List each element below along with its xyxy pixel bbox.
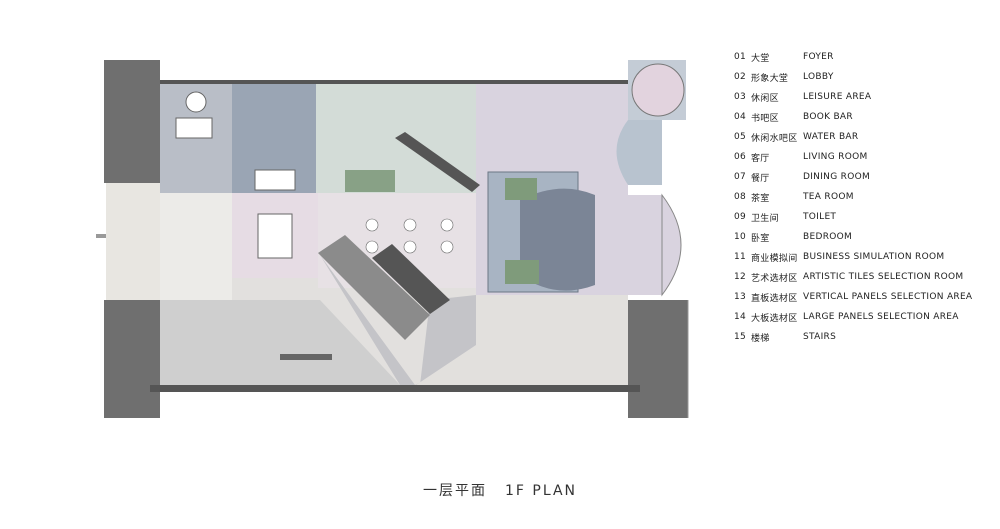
legend-item: 11 商业模拟间 BUSINESS SIMULATION ROOM	[734, 247, 994, 267]
legend-cn: 形象大堂	[751, 73, 789, 84]
legend-item: 07 餐厅 DINING ROOM	[734, 167, 994, 187]
legend-num: 08	[734, 192, 747, 202]
room-vertical-panels	[320, 255, 476, 385]
planter	[345, 170, 395, 192]
legend-cn: 大板选材区	[751, 313, 798, 324]
caption-en: 1F PLAN	[504, 483, 578, 499]
legend-num: 05	[734, 132, 747, 142]
legend-num: 07	[734, 172, 747, 182]
legend-item: 06 客厅 LIVING ROOM	[734, 147, 994, 167]
legend-item: 09 卫生间 TOILET	[734, 207, 994, 227]
legend-cn: 餐厅	[751, 173, 770, 184]
diagonal-partition	[395, 132, 480, 192]
legend-cn: 休闲水吧区	[751, 133, 798, 144]
legend-en: ARTISTIC TILES SELECTION ROOM	[803, 272, 964, 282]
plan-caption: 一层平面 1F PLAN	[0, 480, 1000, 500]
legend-num: 15	[734, 332, 747, 342]
legend-en: WATER BAR	[803, 132, 859, 142]
legend-num: 04	[734, 112, 747, 122]
diagonal-display	[318, 235, 430, 340]
room-large-panels	[160, 300, 400, 385]
legend-num: 11	[734, 252, 747, 262]
legend-cn: 艺术选材区	[751, 273, 798, 284]
legend-en: TOILET	[803, 212, 837, 222]
west-wall-block-lower	[104, 300, 160, 418]
toilet-round	[631, 63, 685, 117]
legend-en: DINING ROOM	[803, 172, 871, 182]
east-curved-wall	[616, 120, 662, 185]
legend-item: 04 书吧区 BOOK BAR	[734, 107, 994, 127]
legend-en: STAIRS	[803, 332, 837, 342]
tile-patterns	[365, 218, 454, 254]
legend-en: VERTICAL PANELS SELECTION AREA	[803, 292, 973, 302]
legend-item: 10 卧室 BEDROOM	[734, 227, 994, 247]
diagonal-display-2	[372, 244, 450, 314]
legend-item: 05 休闲水吧区 WATER BAR	[734, 127, 994, 147]
legend-num: 12	[734, 272, 747, 282]
legend-en: BOOK BAR	[803, 112, 853, 122]
long-counter	[280, 354, 332, 360]
legend-item: 01 大堂 FOYER	[734, 47, 994, 67]
sofa-living	[257, 213, 293, 259]
legend: 01 大堂 FOYER 02 形象大堂 LOBBY 03 休闲区 LEISURE AREA 04 书…	[734, 47, 994, 347]
foyer-west-floor	[106, 183, 160, 300]
room-foyer	[160, 193, 232, 303]
south-wall	[150, 385, 640, 392]
legend-en: BEDROOM	[803, 232, 853, 242]
legend-cn: 书吧区	[751, 113, 779, 124]
legend-num: 06	[734, 152, 747, 162]
legend-item: 03 休闲区 LEISURE AREA	[734, 87, 994, 107]
legend-item: 12 艺术选材区 ARTISTIC TILES SELECTION ROOM	[734, 267, 994, 287]
north-wall	[160, 80, 628, 84]
legend-cn: 楼梯	[751, 333, 770, 344]
legend-en: TEA ROOM	[803, 192, 854, 202]
legend-en: LEISURE AREA	[803, 92, 872, 102]
legend-en: LIVING ROOM	[803, 152, 868, 162]
legend-item: 15 楼梯 STAIRS	[734, 327, 994, 347]
legend-num: 10	[734, 232, 747, 242]
caption-cn: 一层平面	[422, 483, 487, 499]
legend-num: 14	[734, 312, 747, 322]
counter-book	[175, 117, 213, 139]
legend-en: LOBBY	[803, 72, 834, 82]
legend-cn: 卫生间	[751, 213, 779, 224]
legend-cn: 商业模拟间	[751, 253, 798, 264]
legend-num: 02	[734, 72, 747, 82]
legend-cn: 直板选材区	[751, 293, 798, 304]
legend-cn: 卧室	[751, 233, 770, 244]
round-table	[185, 91, 207, 113]
legend-item: 02 形象大堂 LOBBY	[734, 67, 994, 87]
legend-item: 14 大板选材区 LARGE PANELS SELECTION AREA	[734, 307, 994, 327]
planter-stair-2	[505, 260, 539, 284]
legend-en: BUSINESS SIMULATION ROOM	[803, 252, 945, 262]
legend-cn: 客厅	[751, 153, 770, 164]
legend-item: 08 茶室 TEA ROOM	[734, 187, 994, 207]
legend-cn: 休闲区	[751, 93, 779, 104]
legend-item: 13 直板选材区 VERTICAL PANELS SELECTION AREA	[734, 287, 994, 307]
west-wall-block	[104, 60, 160, 183]
planter-stair	[505, 178, 537, 200]
legend-en: LARGE PANELS SELECTION AREA	[803, 312, 959, 322]
legend-num: 09	[734, 212, 747, 222]
table-dining	[254, 169, 296, 191]
legend-num: 13	[734, 292, 747, 302]
legend-cn: 茶室	[751, 193, 770, 204]
legend-num: 01	[734, 52, 747, 62]
legend-en: FOYER	[803, 52, 834, 62]
east-wall-block	[628, 300, 688, 418]
legend-cn: 大堂	[751, 53, 770, 64]
legend-num: 03	[734, 92, 747, 102]
east-rotunda	[661, 193, 682, 297]
room-artistic-tiles	[416, 295, 628, 385]
